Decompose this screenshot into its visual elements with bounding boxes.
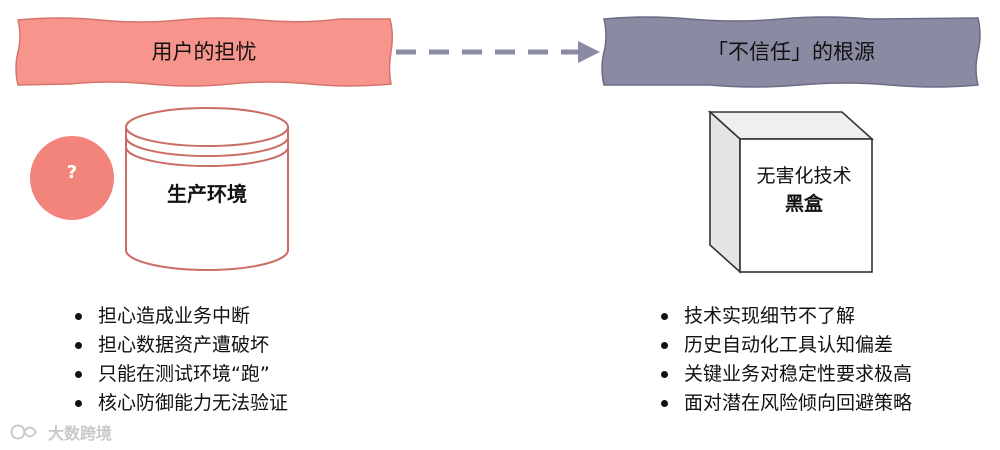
list-item: 担心造成业务中断 xyxy=(70,302,288,331)
right-bullet-list: 技术实现细节不了解 历史自动化工具认知偏差 关键业务对稳定性要求极高 面对潜在风… xyxy=(656,302,912,418)
left-bullet-list: 担心造成业务中断 担心数据资产遭破坏 只能在测试环境“跑” 核心防御能力无法验证 xyxy=(70,302,288,418)
database-label: 生产环境 xyxy=(167,182,247,206)
database-icon xyxy=(125,107,289,271)
watermark: 大数跨境 xyxy=(10,420,112,444)
right-banner xyxy=(601,16,981,88)
list-item: 技术实现细节不了解 xyxy=(656,302,912,331)
arrow-head-icon xyxy=(578,41,600,63)
black-box-label-line2: 黑盒 xyxy=(784,193,823,215)
right-banner-title: 「不信任」的根源 xyxy=(707,40,875,64)
left-banner xyxy=(15,17,394,87)
list-item: 关键业务对稳定性要求极高 xyxy=(656,360,912,389)
watermark-logo-icon xyxy=(10,424,38,440)
watermark-text: 大数跨境 xyxy=(48,424,113,443)
left-banner-title: 用户的担忧 xyxy=(151,40,257,64)
question-circle xyxy=(30,136,114,220)
list-item: 历史自动化工具认知偏差 xyxy=(656,331,912,360)
question-mark-label: ? xyxy=(66,162,78,183)
list-item: 只能在测试环境“跑” xyxy=(70,360,288,389)
list-item: 核心防御能力无法验证 xyxy=(70,389,288,418)
black-box-label-line1: 无害化技术 xyxy=(756,165,852,187)
black-box-icon xyxy=(707,110,875,274)
black-box-label: 无害化技术 黑盒 xyxy=(738,162,870,218)
list-item: 面对潜在风险倾向回避策略 xyxy=(656,389,912,418)
list-item: 担心数据资产遭破坏 xyxy=(70,331,288,360)
